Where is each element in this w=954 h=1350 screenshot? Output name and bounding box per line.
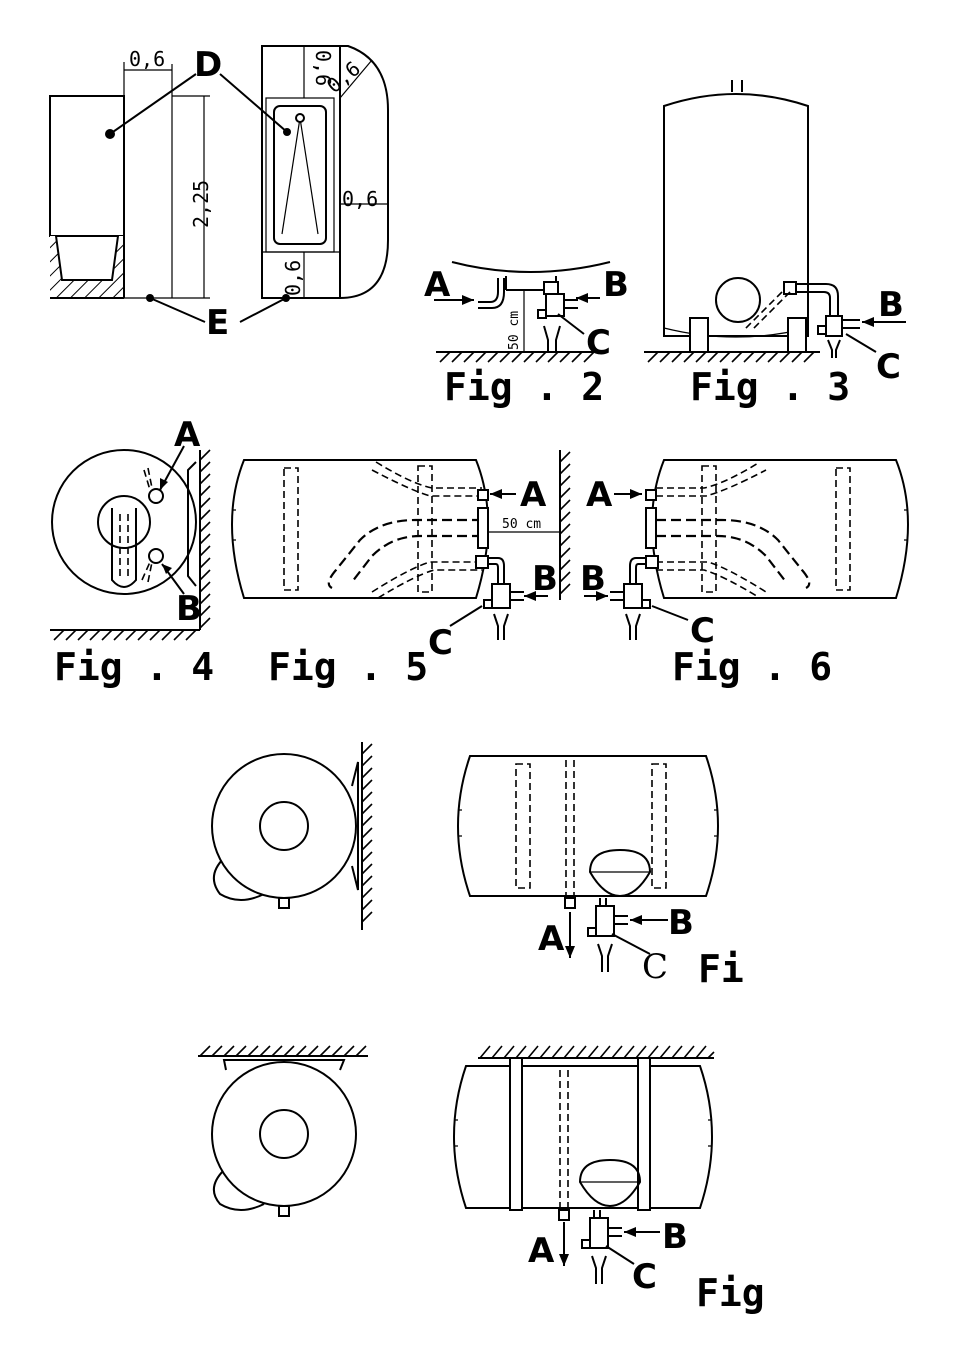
label-A: A: [586, 475, 613, 515]
caption-fig-2: Fig . 2: [444, 365, 604, 409]
tank-flange: [580, 1160, 640, 1206]
label-A: A: [538, 919, 565, 959]
tank-flange: [590, 850, 650, 896]
label-D: D: [194, 45, 222, 85]
label-E: E: [206, 303, 229, 343]
label-B: B: [176, 589, 202, 629]
label-C: C: [876, 347, 901, 387]
label-C: C: [428, 623, 453, 663]
caption-fig-7: Fi: [698, 947, 744, 991]
label-C: C: [642, 947, 668, 987]
label-B: B: [603, 265, 629, 305]
tank-end-view-wall: [212, 754, 356, 898]
figure-1-bath-zones: 0,6 2,25 0,6 0,6 0,6 0,6 D E: [50, 45, 388, 343]
dim-50cm-horizontal: 50 cm: [502, 517, 541, 532]
label-A: A: [520, 475, 547, 515]
horizontal-tank-right: [652, 460, 908, 598]
tank-flange: [716, 278, 760, 322]
tank-end-view-ceiling: [212, 1062, 356, 1206]
figure-4: A B Fig . 4: [50, 415, 214, 689]
label-B: B: [668, 903, 694, 943]
vertical-tank: [664, 94, 808, 336]
figure-8: B A C Fig: [198, 1046, 765, 1315]
figure-5: 50 cm A B C Fig . 5: [232, 450, 570, 689]
label-B: B: [580, 559, 606, 599]
label-B: B: [662, 1217, 688, 1257]
mounting-strap: [510, 1058, 522, 1210]
horizontal-tank-wall: [458, 756, 718, 896]
figure-2: 50 cm A B C Fig . 2: [424, 262, 629, 409]
dim-0-6-side: 0,6: [129, 47, 165, 71]
horizontal-tank-left: [232, 460, 488, 598]
label-A: A: [528, 1231, 555, 1271]
label-A: A: [174, 415, 201, 455]
caption-fig-5: Fig . 5: [268, 645, 428, 689]
dim-2-25: 2,25: [189, 180, 213, 228]
caption-fig-3: Fig . 3: [690, 365, 850, 409]
label-A: A: [424, 265, 451, 305]
dim-0-6-right: 0,6: [342, 187, 378, 211]
figure-6: A B C Fig . 6: [580, 460, 908, 689]
caption-fig-4: Fig . 4: [54, 645, 214, 689]
bathtub-side: [56, 236, 118, 280]
label-C: C: [632, 1257, 657, 1297]
label-B: B: [532, 559, 558, 599]
figure-3: B C Fig . 3: [644, 80, 906, 409]
tank-end-view: [52, 450, 196, 594]
label-B: B: [878, 285, 904, 325]
caption-fig-6: Fig . 6: [672, 645, 832, 689]
label-C: C: [586, 323, 611, 363]
bath-zone-side: [50, 96, 124, 236]
dim-50cm-vertical: 50 cm: [507, 311, 522, 350]
mounting-strap: [638, 1058, 650, 1210]
caption-fig-8: Fig: [696, 1271, 765, 1315]
figure-7: B A C Fi: [212, 742, 744, 991]
dim-0-6-bottom: 0,6: [281, 260, 305, 296]
